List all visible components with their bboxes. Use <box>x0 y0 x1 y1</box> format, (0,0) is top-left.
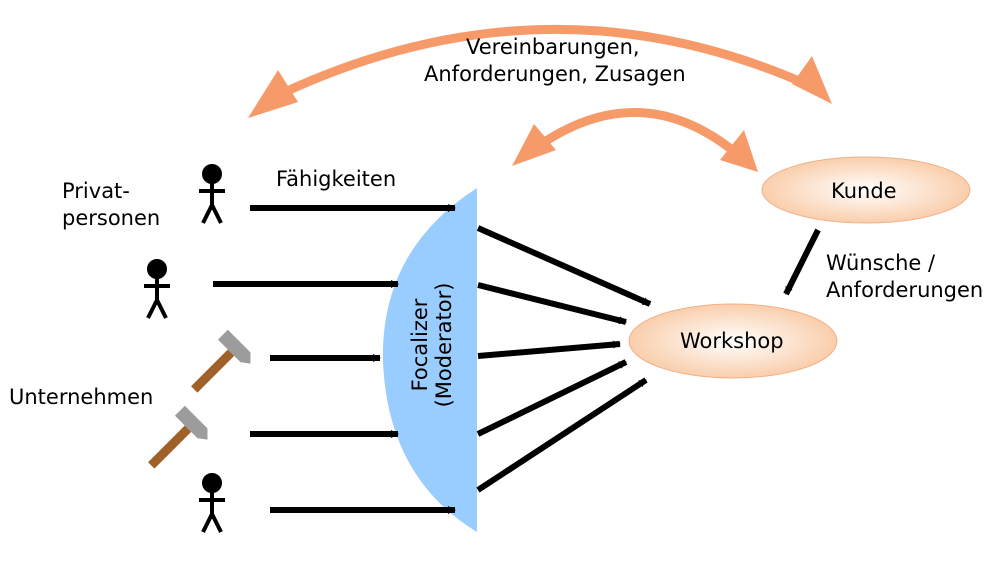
private-label-line1: Privat- <box>62 179 130 203</box>
inner-agreements-arrow <box>512 108 758 172</box>
kunde-label: Kunde <box>831 179 897 203</box>
company-label: Unternehmen <box>9 385 154 409</box>
workshop-label: Workshop <box>680 329 784 353</box>
focalizer-label-line2: (Moderator) <box>432 282 456 408</box>
agreements-label-line1: Vereinbarungen, <box>466 35 640 59</box>
outer-agreements-arrow <box>248 24 832 118</box>
hammer-icon <box>191 329 251 393</box>
person-icon <box>144 259 170 319</box>
kunde-ellipse <box>761 156 971 224</box>
wishes-label-line2: Anforderungen <box>826 278 984 302</box>
focalizer-shape <box>382 188 477 532</box>
workshop-ellipse <box>628 303 838 379</box>
kunde-to-workshop-arrow <box>783 228 821 296</box>
person-icon <box>199 473 225 533</box>
hammer-icon <box>148 405 208 469</box>
output-arrows <box>476 225 652 493</box>
focalizer-label-line1: Focalizer <box>408 298 432 392</box>
skills-label: Fähigkeiten <box>276 167 397 191</box>
private-label-line2: personen <box>62 206 161 230</box>
agreements-label-line2: Anforderungen, Zusagen <box>424 62 686 86</box>
input-arrows <box>213 204 456 514</box>
wishes-label-line1: Wünsche / <box>826 251 936 275</box>
person-icon <box>199 164 225 224</box>
